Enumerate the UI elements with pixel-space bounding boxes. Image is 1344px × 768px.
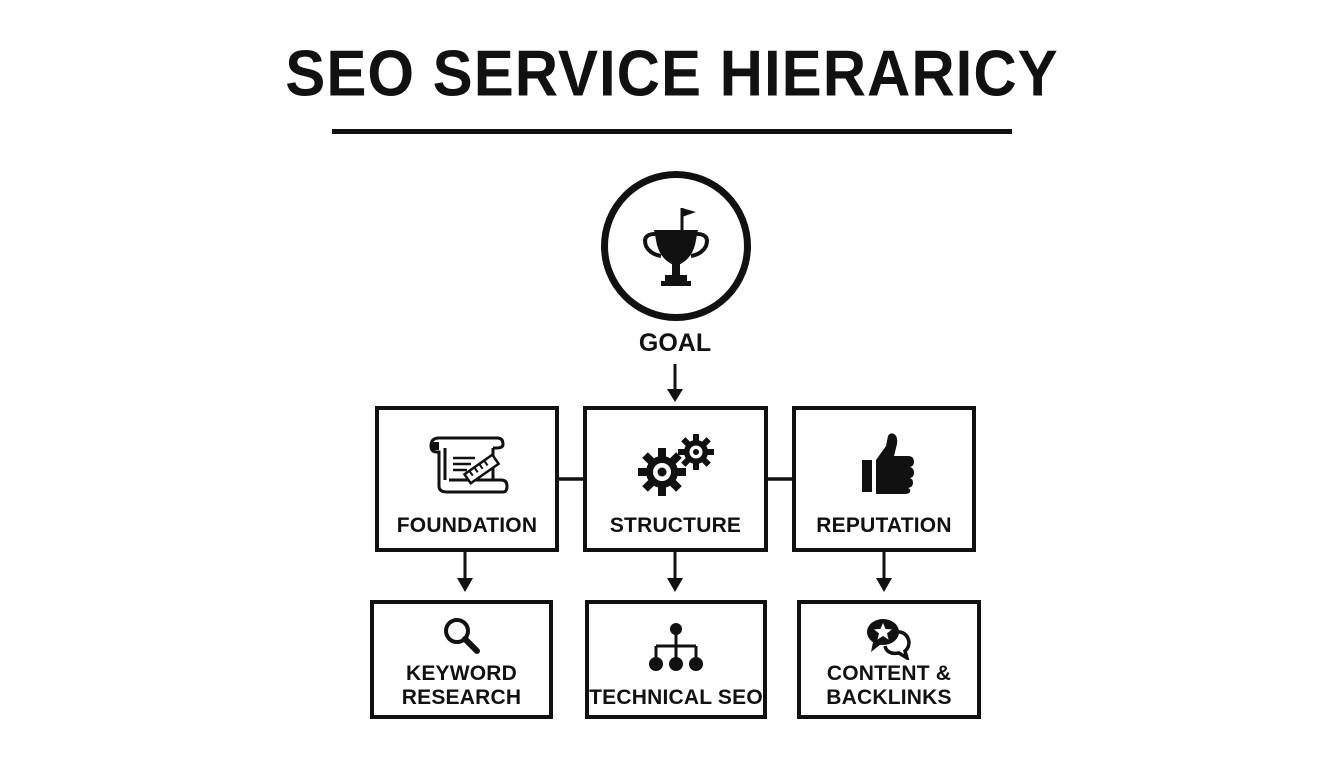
- reputation-label: REPUTATION: [816, 514, 952, 537]
- structure-box: STRUCTURE: [583, 406, 768, 552]
- title-underline: [332, 129, 1012, 134]
- goal-label: GOAL: [638, 329, 712, 357]
- keyword-research-label-line2: RESEARCH: [401, 686, 522, 709]
- content-backlinks-label-line1: CONTENT &: [826, 662, 952, 685]
- content-backlinks-label-line2: BACKLINKS: [826, 686, 952, 709]
- arrow-reputation-to-content: [876, 551, 892, 592]
- magnifier-icon: [443, 618, 480, 654]
- gears-icon: [637, 434, 714, 496]
- arrow-structure-to-technical: [667, 551, 683, 592]
- technical-seo-label: TECHNICAL SEO: [589, 686, 763, 709]
- chat-star-icon: [867, 619, 911, 660]
- reputation-box: REPUTATION: [792, 406, 976, 552]
- thumbs-up-icon: [862, 433, 914, 494]
- goal-node: [601, 171, 751, 321]
- structure-label: STRUCTURE: [609, 514, 742, 537]
- foundation-label: FOUNDATION: [396, 514, 538, 537]
- trophy-flag-icon: [643, 208, 709, 286]
- technical-seo-box: TECHNICAL SEO: [585, 600, 767, 719]
- hierarchy-icon: [649, 623, 703, 671]
- keyword-research-box: KEYWORD RESEARCH: [370, 600, 553, 719]
- keyword-research-label-line1: KEYWORD: [405, 662, 518, 685]
- diagram-title: SEO SERVICE HIERARICY: [285, 37, 1059, 110]
- arrow-foundation-to-keyword: [457, 551, 473, 592]
- content-backlinks-box: CONTENT & BACKLINKS: [797, 600, 981, 719]
- arrow-goal-to-structure: [667, 364, 683, 402]
- blueprint-scroll-icon: [429, 436, 509, 494]
- foundation-box: FOUNDATION: [375, 406, 559, 552]
